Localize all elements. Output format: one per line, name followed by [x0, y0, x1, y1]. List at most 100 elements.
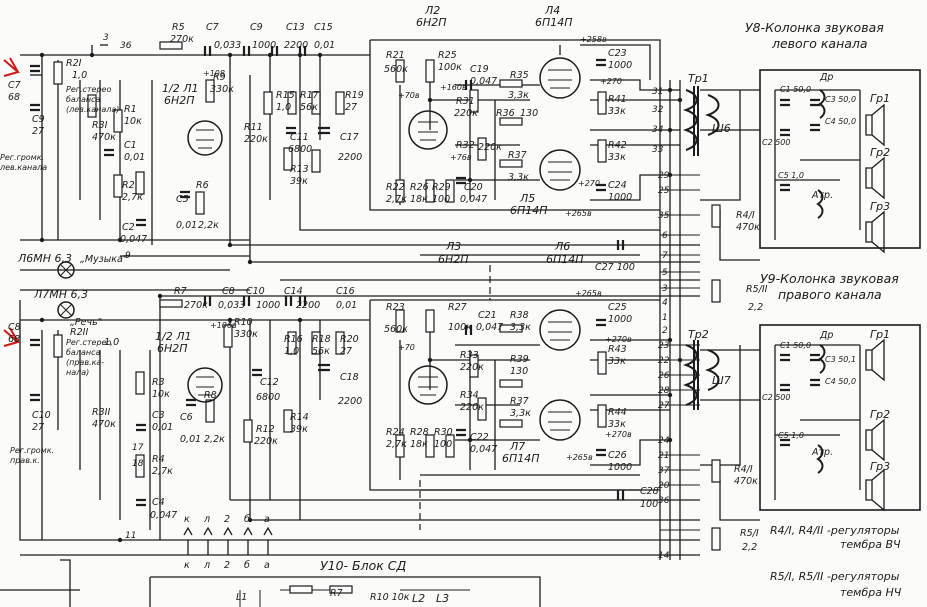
svg-text:+265в: +265в [575, 289, 602, 298]
speaker-box-right [759, 324, 921, 512]
svg-text:+70: +70 [398, 343, 415, 352]
svg-text:баланса: баланса [66, 95, 100, 104]
svg-text:6Н2П: 6Н2П [164, 94, 195, 107]
svg-text:100к: 100к [448, 322, 472, 333]
svg-text:330к: 330к [234, 329, 258, 340]
svg-text:C15: C15 [314, 22, 333, 33]
tube-l1-bottom-label: 1/2 Л1 [155, 330, 191, 343]
r4-note-line1: R4/I, R4/II -регуляторы [770, 524, 900, 537]
component-refs: R5 270к C7 0,033 C9 1000 C13 2200 C15 0,… [8, 22, 659, 521]
svg-text:6П14П: 6П14П [502, 452, 540, 465]
svg-text:Гр2: Гр2 [870, 146, 890, 159]
svg-text:27: 27 [345, 102, 357, 113]
svg-text:2,7к: 2,7к [386, 194, 407, 205]
svg-text:27: 27 [340, 346, 352, 357]
svg-text:2: 2 [662, 326, 668, 336]
svg-text:R13: R13 [290, 164, 309, 175]
svg-text:C10: C10 [32, 410, 51, 421]
svg-text:R11: R11 [244, 122, 263, 133]
u8-title-line1: У8-Колонка звуковая [745, 20, 884, 35]
svg-text:68: 68 [8, 334, 20, 345]
tube-labels: 1/2 Л1 6Н2П 1/2 Л1 6Н2П Л2 6Н2П Л4 6П14П… [155, 4, 584, 465]
svg-text:3: 3 [662, 284, 668, 294]
r5-note-line2: тембра НЧ [840, 586, 902, 599]
svg-text:прав.к.: прав.к. [10, 456, 40, 465]
svg-text:32: 32 [652, 105, 664, 115]
svg-text:C21: C21 [478, 310, 497, 321]
svg-text:C18: C18 [340, 372, 359, 383]
svg-text:C8: C8 [8, 322, 21, 333]
svg-text:+270: +270 [600, 77, 622, 86]
svg-text:29: 29 [658, 171, 670, 181]
svg-text:C6: C6 [180, 412, 193, 423]
svg-text:3,3к: 3,3к [508, 90, 529, 101]
svg-text:C19: C19 [470, 64, 489, 75]
svg-text:C5 1,0: C5 1,0 [778, 431, 804, 440]
svg-text:1000: 1000 [608, 192, 632, 203]
svg-text:33к: 33к [608, 419, 626, 430]
output-transformer-1 [683, 86, 720, 156]
svg-text:R10 10к: R10 10к [370, 592, 410, 603]
music-lamp-label: Л6МН 6,3 [17, 252, 72, 265]
svg-text:R5/II: R5/II [746, 284, 768, 295]
connector-labels: к л 2 б а к л 2 б а [184, 514, 270, 571]
svg-text:1,0: 1,0 [104, 337, 119, 348]
resistors [53, 41, 721, 594]
svg-text:(лев.канала): (лев.канала) [66, 105, 119, 114]
svg-text:14: 14 [658, 551, 670, 561]
svg-text:R3: R3 [152, 377, 165, 388]
svg-text:2,2: 2,2 [742, 542, 757, 553]
svg-text:3,3к: 3,3к [508, 172, 529, 183]
svg-text:34: 34 [652, 125, 664, 135]
svg-text:C5: C5 [176, 194, 189, 205]
svg-text:C13: C13 [286, 22, 305, 33]
svg-text:C5 1,0: C5 1,0 [778, 171, 804, 180]
svg-text:130: 130 [510, 366, 528, 377]
svg-text:R44: R44 [608, 407, 627, 418]
svg-text:R5/I: R5/I [740, 528, 759, 539]
svg-text:R14: R14 [290, 412, 309, 423]
svg-text:C1 50,0: C1 50,0 [780, 85, 811, 94]
svg-text:R20: R20 [340, 334, 359, 345]
svg-text:21: 21 [658, 451, 669, 461]
svg-text:6800: 6800 [288, 144, 312, 155]
junction-dots [39, 52, 683, 543]
svg-text:L3: L3 [436, 592, 449, 605]
svg-text:3,3к: 3,3к [510, 408, 531, 419]
tube-l6-label: Л6 [554, 240, 570, 253]
svg-text:31: 31 [652, 87, 663, 97]
svg-text:Рег.стерео: Рег.стерео [66, 338, 111, 347]
svg-text:+270: +270 [578, 179, 600, 188]
svg-text:C16: C16 [336, 286, 355, 297]
svg-text:а: а [264, 514, 270, 525]
svg-text:R18: R18 [312, 334, 331, 345]
svg-text:6800: 6800 [256, 392, 280, 403]
svg-text:470к: 470к [92, 419, 116, 430]
svg-text:лев.канала: лев.канала [0, 163, 47, 172]
svg-text:36: 36 [658, 496, 670, 506]
svg-text:C7: C7 [8, 80, 21, 91]
svg-text:R2I: R2I [66, 58, 82, 69]
svg-text:6П14П: 6П14П [546, 253, 584, 266]
svg-text:Гр1: Гр1 [870, 92, 890, 105]
r4-note-line2: тембра ВЧ [840, 538, 901, 551]
svg-text:33к: 33к [608, 152, 626, 163]
svg-text:R25: R25 [438, 50, 457, 61]
svg-text:2200: 2200 [296, 300, 320, 311]
svg-text:R30: R30 [434, 427, 453, 438]
svg-text:нала): нала) [66, 368, 89, 377]
svg-text:C9: C9 [250, 22, 263, 33]
svg-text:330к: 330к [210, 84, 234, 95]
transformer-labels: Тр1 Тр2 Ш6 Ш7 [688, 72, 731, 387]
svg-text:C3: C3 [152, 410, 165, 421]
svg-text:220к: 220к [454, 108, 478, 119]
svg-text:R34: R34 [460, 390, 479, 401]
svg-text:+70в: +70в [398, 91, 420, 100]
lamp-labels: Л6МН 6,3 „Музыка" Л7МН 6,3 „Речь" [17, 252, 127, 328]
svg-text:2,2: 2,2 [748, 302, 763, 313]
svg-text:+270в: +270в [605, 335, 632, 344]
svg-text:R29: R29 [432, 182, 451, 193]
svg-text:1,0: 1,0 [284, 346, 299, 357]
svg-text:R2II: R2II [70, 327, 88, 338]
